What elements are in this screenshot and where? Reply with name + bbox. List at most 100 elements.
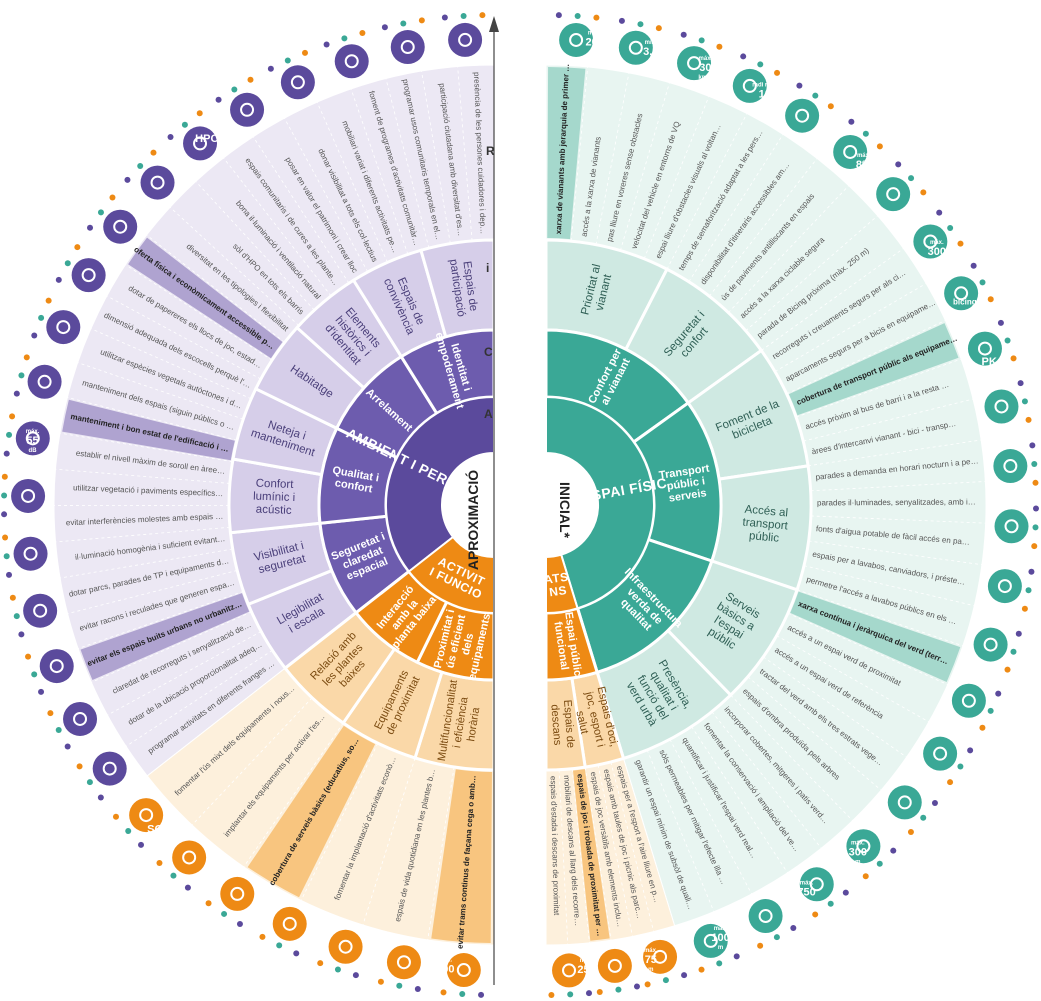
dot [86, 779, 93, 786]
dot [555, 12, 562, 19]
badge-unit: m [648, 59, 653, 65]
green-icon-circle [677, 46, 712, 81]
purple-icon-glyph [37, 374, 52, 389]
green-item-divider [730, 694, 853, 821]
dot [13, 390, 20, 397]
orange-item: espais d'estada i descans de proximitat [549, 776, 561, 916]
dot [848, 118, 855, 125]
dot [112, 813, 119, 820]
green-icon-glyph [961, 693, 976, 708]
purple-icon-glyph [344, 54, 359, 69]
dot [74, 244, 81, 251]
runner-icon [596, 948, 640, 996]
dot [633, 983, 640, 990]
badge-caption: máx. [580, 958, 594, 964]
badge-value: HPO [195, 133, 219, 145]
green-item-divider [646, 749, 715, 912]
green-item-divider [808, 540, 982, 566]
orange-item-divider [191, 697, 313, 826]
picnic-icon [555, 12, 600, 57]
people-icon [76, 751, 127, 801]
orange-icon-glyph [396, 955, 411, 970]
dot [1015, 630, 1022, 637]
green-icon-glyph [933, 746, 948, 761]
badge-unit: m [934, 259, 939, 265]
dot [716, 960, 723, 967]
badge-value: 200 [586, 37, 604, 49]
orange-icon-glyph [182, 850, 197, 865]
badge-unit: m [592, 50, 597, 56]
dot [9, 594, 16, 601]
orange-icon-circle [172, 840, 207, 875]
dot [334, 966, 341, 973]
badge-caption: máx. [438, 957, 452, 963]
dot [967, 747, 974, 754]
dot [931, 800, 938, 807]
dot [64, 260, 71, 267]
dot [907, 828, 914, 835]
dot [1004, 666, 1011, 673]
purple-item-divider [55, 526, 230, 543]
green-icon-glyph [1004, 519, 1019, 534]
dot [25, 653, 32, 660]
dot [181, 121, 188, 128]
purple-icon-circle [334, 44, 369, 79]
purple-item-divider [195, 181, 315, 311]
dot [323, 41, 330, 48]
purple-icon-glyph [25, 431, 40, 446]
badge-unit: km/h [698, 75, 712, 81]
green-item-divider [688, 134, 784, 282]
dot [317, 960, 324, 967]
tree-icon [748, 899, 797, 949]
green-icon-circle [559, 22, 594, 57]
purple-item-divider [67, 397, 238, 441]
green-item-divider [761, 248, 904, 351]
purple-item-divider [90, 328, 252, 400]
tree-icon [31, 297, 81, 345]
dot [1004, 337, 1011, 344]
green-item-divider [810, 515, 986, 524]
orange-icon-circle [446, 953, 481, 988]
green-icon-circle [693, 923, 728, 958]
green-icon-circle [887, 785, 922, 820]
dot [842, 889, 849, 896]
purple-icon-circle [13, 536, 48, 571]
dot [773, 934, 780, 941]
dot [441, 14, 448, 21]
purple-item-divider [59, 432, 233, 463]
green-icon-glyph [923, 234, 938, 249]
accessibility-icon [9, 593, 58, 638]
dot [995, 690, 1002, 697]
purple-item-divider [77, 362, 244, 420]
orange-item-highlight [573, 769, 610, 941]
green-icon-circle [799, 867, 834, 902]
dot [1029, 442, 1036, 449]
badge-value: 100 [711, 932, 729, 944]
lamp-icon [215, 76, 265, 127]
badge-value: 55 [26, 435, 38, 447]
dot [236, 921, 243, 928]
dot [76, 763, 83, 770]
dot [196, 110, 203, 117]
green-icon-circle [923, 736, 958, 771]
orange-icon-circle [220, 876, 255, 911]
purple-icon-glyph [33, 603, 48, 618]
green-item-divider [595, 72, 630, 245]
dot [876, 860, 883, 867]
green-item-divider [762, 656, 907, 758]
purple-item-divider [91, 611, 252, 683]
orange-icon-circle [386, 945, 421, 980]
orange-item-divider [147, 667, 286, 777]
purple-item-divider [350, 88, 409, 255]
dot [293, 950, 300, 957]
dot [876, 143, 883, 150]
green-item-divider [795, 358, 962, 418]
dot [593, 14, 600, 21]
dot [1010, 648, 1017, 655]
green-icon-glyph [1003, 459, 1018, 474]
dot [125, 828, 132, 835]
dot [377, 978, 384, 985]
dot [655, 25, 662, 32]
